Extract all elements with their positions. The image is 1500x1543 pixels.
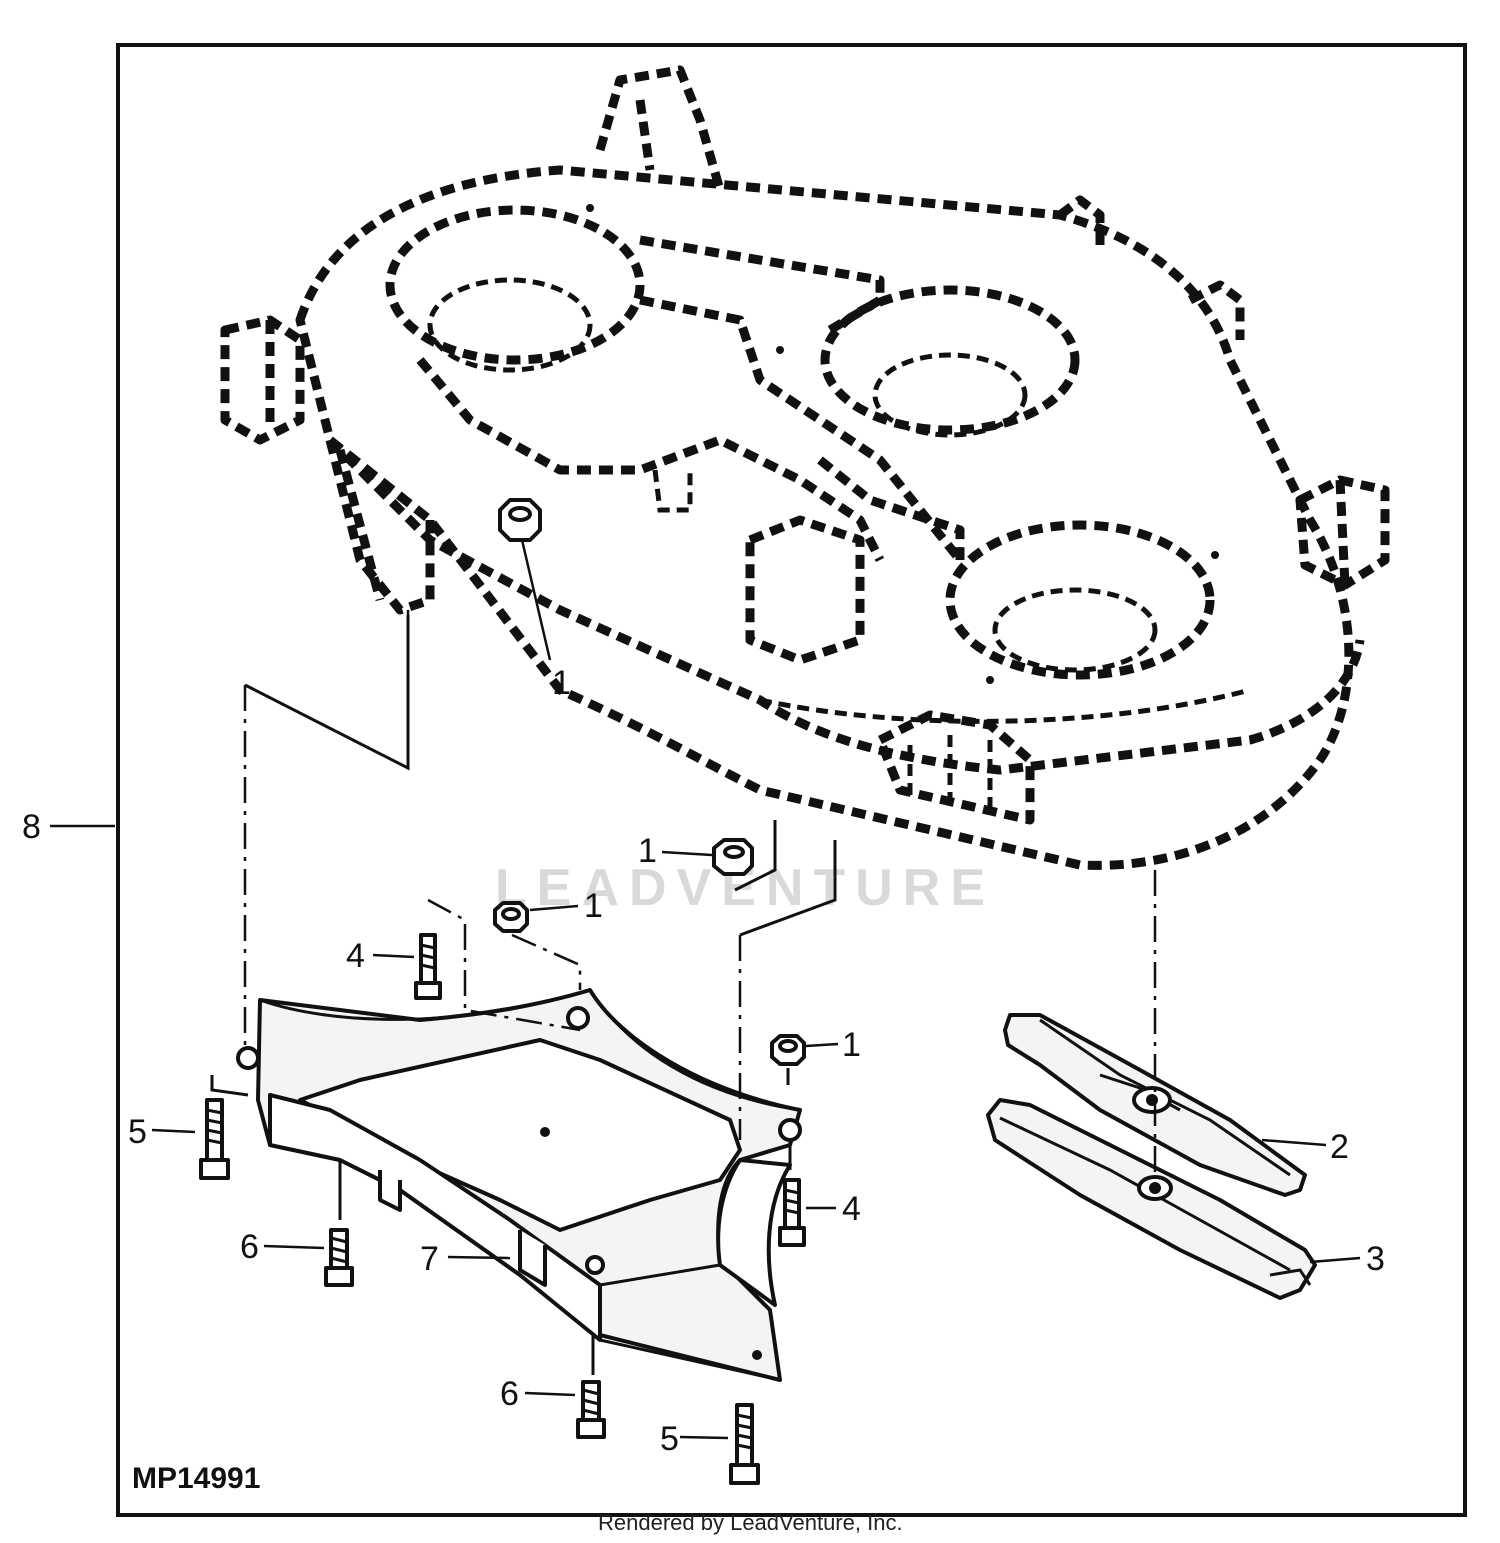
callout-leaders xyxy=(50,539,1361,1440)
bolt-part-6-left xyxy=(324,1228,354,1287)
callout-2: 2 xyxy=(1330,1128,1349,1166)
standard-blade-part-3 xyxy=(986,1098,1317,1300)
callout-1-right: 1 xyxy=(842,1026,861,1064)
callout-6-bottom: 6 xyxy=(500,1375,519,1413)
callout-1-upper: 1 xyxy=(552,664,571,702)
bolt-part-6-bottom xyxy=(576,1380,606,1439)
bolt-part-5-bottom xyxy=(729,1403,760,1485)
mulch-baffle-part-7 xyxy=(236,988,802,1382)
callout-7: 7 xyxy=(420,1240,439,1278)
bolt-part-5-left xyxy=(199,1098,230,1180)
callout-4-right: 4 xyxy=(842,1190,861,1228)
hex-nut-1a xyxy=(498,498,542,542)
callout-3: 3 xyxy=(1366,1240,1385,1278)
callout-8: 8 xyxy=(22,808,41,846)
bolt-part-4-upper xyxy=(414,933,442,1000)
figure-id: MP14991 xyxy=(132,1462,260,1495)
callout-1-left: 1 xyxy=(584,887,603,925)
hex-nut-1d xyxy=(770,1034,806,1066)
callout-5-left: 5 xyxy=(128,1113,147,1151)
hex-nut-1b xyxy=(712,838,754,876)
diagram-frame xyxy=(116,43,1467,1517)
callout-5-bottom: 5 xyxy=(660,1420,679,1458)
bolt-part-4-right xyxy=(778,1178,806,1247)
callout-4-upper: 4 xyxy=(346,937,365,975)
callout-6-left: 6 xyxy=(240,1228,259,1266)
assembly-lines xyxy=(210,610,1157,1375)
callout-1-center: 1 xyxy=(638,832,657,870)
hex-nut-1c xyxy=(493,901,529,933)
mower-deck-housing xyxy=(220,65,1390,870)
footer-credit: Rendered by LeadVenture, Inc. xyxy=(598,1510,903,1535)
